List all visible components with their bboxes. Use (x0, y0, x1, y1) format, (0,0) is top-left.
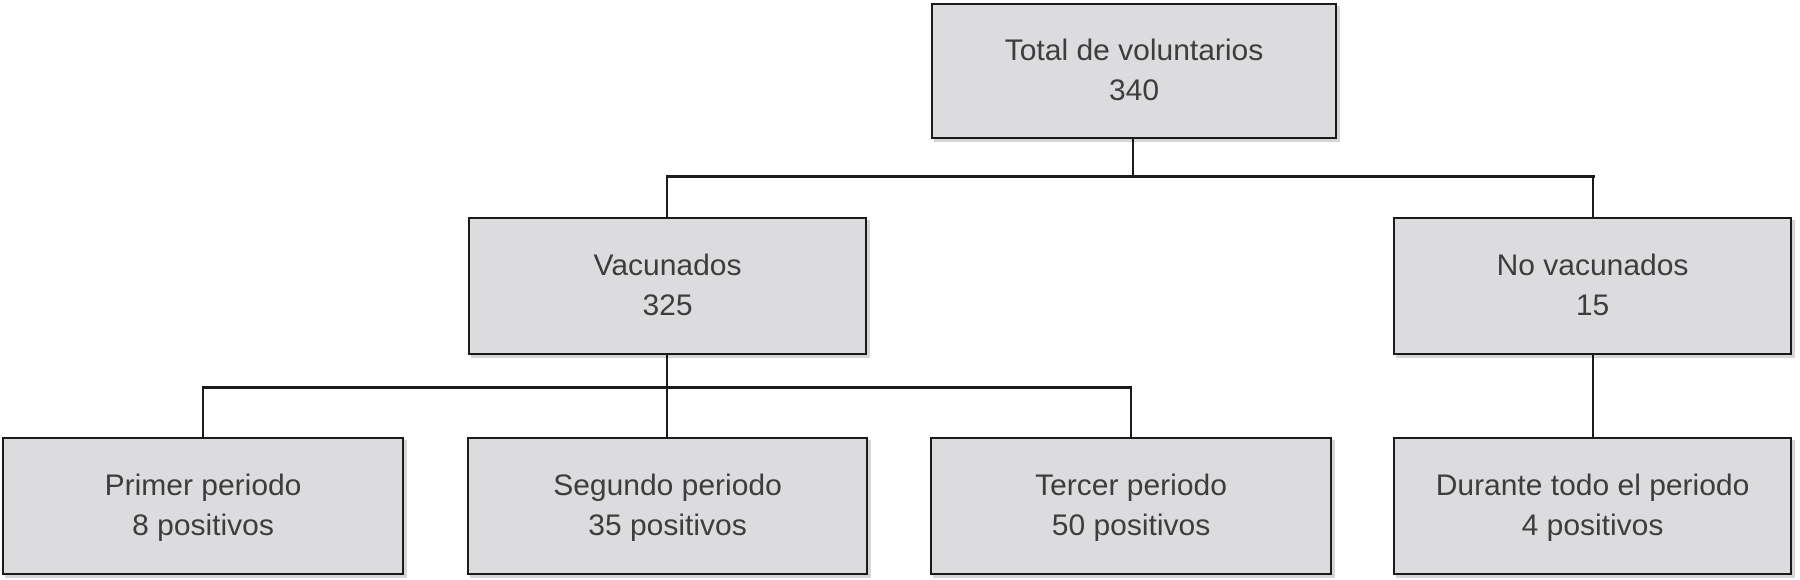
connector-tercer-periodo-drop (1130, 386, 1132, 437)
connector-no-vacunados-drop (1592, 175, 1594, 217)
connector-vacunados-drop (666, 175, 668, 217)
node-total-voluntarios: Total de voluntarios 340 (931, 3, 1337, 139)
node-no-vacunados: No vacunados 15 (1393, 217, 1792, 355)
connector-level3-horizontal (202, 386, 1132, 389)
node-no-vacunados-value: 15 (1575, 289, 1610, 322)
node-durante-todo-el-periodo-value: 4 positivos (1521, 509, 1664, 542)
connector-level2-horizontal (666, 175, 1595, 178)
connector-no-vacunados-stem (1592, 355, 1594, 437)
node-tercer-periodo: Tercer periodo 50 positivos (930, 437, 1332, 575)
node-durante-todo-el-periodo: Durante todo el periodo 4 positivos (1393, 437, 1792, 575)
node-segundo-periodo-label: Segundo periodo (553, 469, 782, 502)
connector-vacunados-stem (666, 355, 668, 437)
connector-root-stem (1132, 139, 1134, 177)
node-tercer-periodo-value: 50 positivos (1051, 509, 1211, 542)
node-no-vacunados-label: No vacunados (1496, 249, 1689, 282)
node-primer-periodo-value: 8 positivos (132, 509, 274, 542)
node-vacunados-value: 325 (642, 289, 693, 322)
node-primer-periodo-label: Primer periodo (104, 469, 302, 502)
node-durante-todo-el-periodo-label: Durante todo el periodo (1435, 469, 1750, 502)
node-vacunados-label: Vacunados (593, 249, 742, 282)
node-primer-periodo: Primer periodo 8 positivos (2, 437, 404, 575)
node-tercer-periodo-label: Tercer periodo (1035, 469, 1227, 502)
node-segundo-periodo: Segundo periodo 35 positivos (467, 437, 868, 575)
node-total-voluntarios-label: Total de voluntarios (1004, 34, 1264, 67)
node-total-voluntarios-value: 340 (1108, 74, 1160, 107)
node-vacunados: Vacunados 325 (468, 217, 867, 355)
connector-primer-periodo-drop (202, 386, 204, 437)
node-segundo-periodo-value: 35 positivos (588, 509, 747, 542)
